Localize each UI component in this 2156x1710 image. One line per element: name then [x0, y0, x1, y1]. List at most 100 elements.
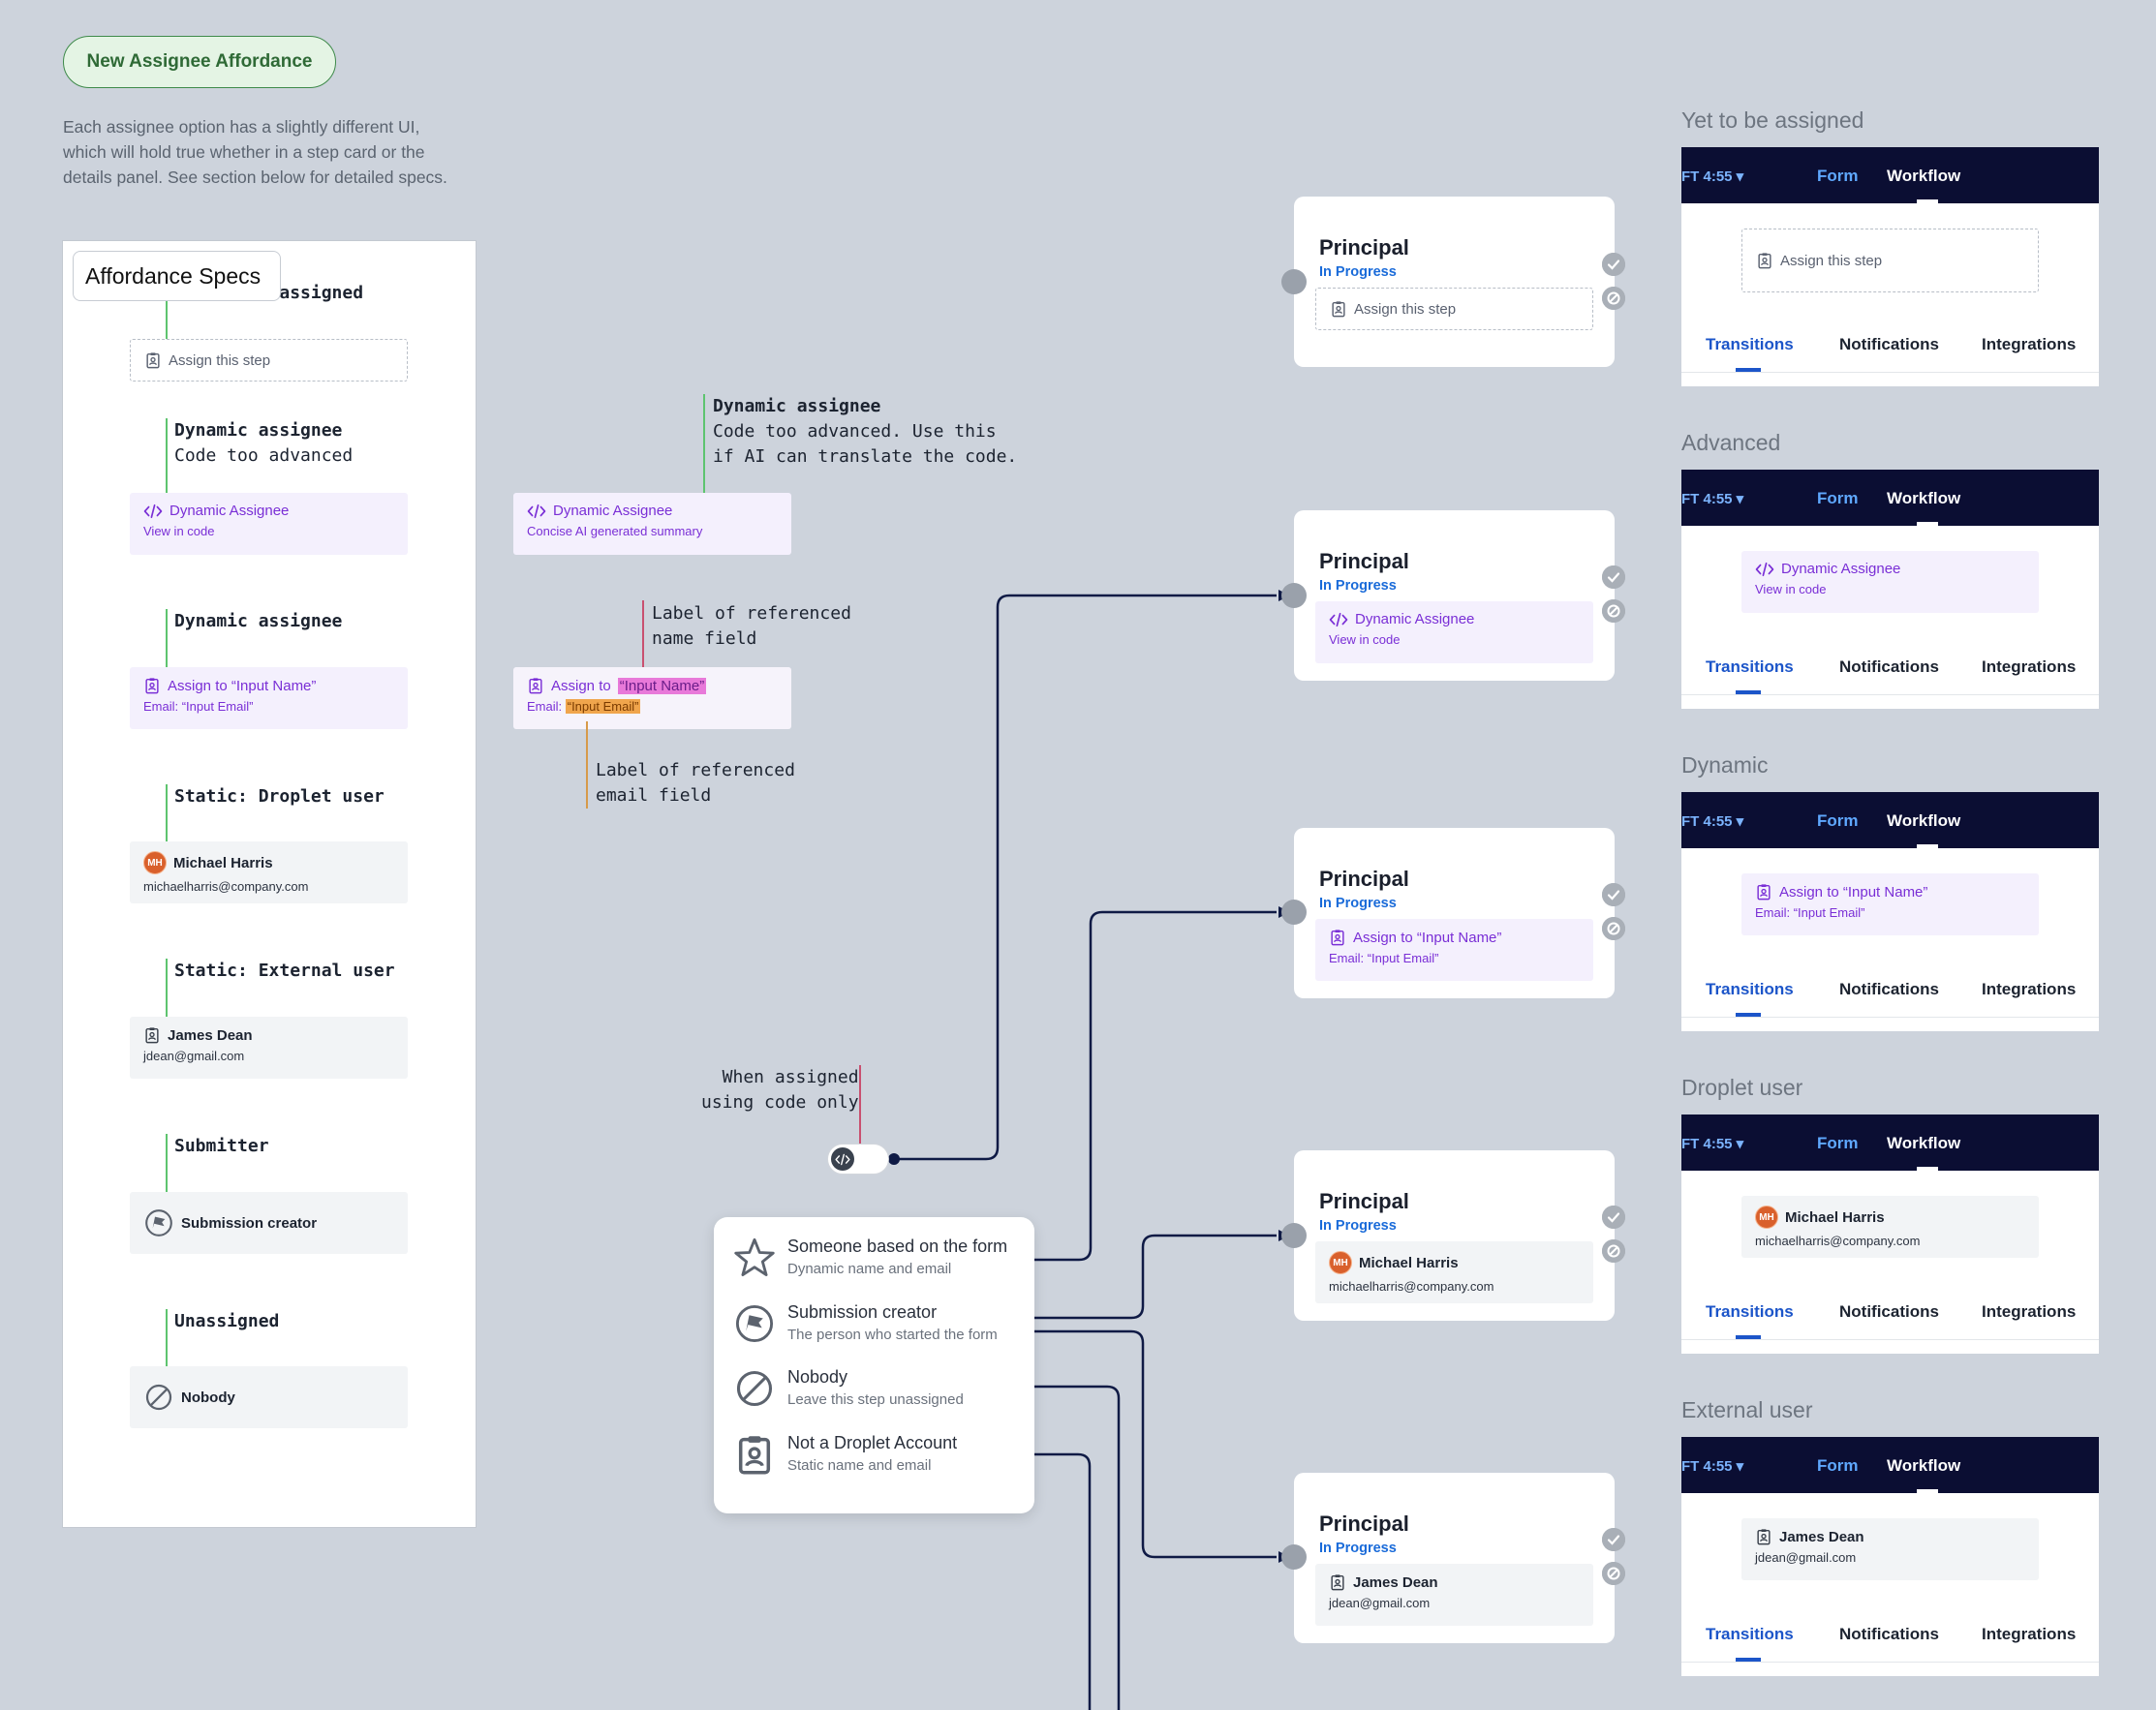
tab-integrations[interactable]: Integrations [1982, 1625, 2077, 1643]
block-icon[interactable] [1602, 1562, 1625, 1585]
tab-integrations[interactable]: Integrations [1982, 1302, 2077, 1321]
tab-form[interactable]: Form [1817, 167, 1859, 185]
connector-port[interactable] [1281, 583, 1307, 608]
tab-workflow[interactable]: Workflow [1887, 811, 1961, 830]
tab-transitions[interactable]: Transitions [1706, 1625, 1794, 1643]
tab-integrations[interactable]: Integrations [1982, 657, 2077, 676]
card-title: Principal [1319, 549, 1409, 573]
block-icon[interactable] [1602, 917, 1625, 940]
check-icon[interactable] [1602, 253, 1625, 276]
view-in-code-link[interactable]: View in code [1755, 582, 1827, 596]
check-icon[interactable] [1602, 883, 1625, 906]
submission-creator-card[interactable]: Submission creator [130, 1192, 408, 1254]
principal-card[interactable]: Principal In Progress Assign this step [1294, 197, 1615, 367]
tab-notifications[interactable]: Notifications [1839, 657, 1939, 676]
version-dropdown[interactable]: FT 4:55 ▾ [1681, 491, 1744, 507]
assign-to-input-card[interactable]: Assign to “Input Name” Email: “Input Ema… [1315, 919, 1593, 981]
annotation-line [859, 1065, 861, 1145]
external-user-card[interactable]: James Dean jdean@gmail.com [1741, 1518, 2039, 1580]
ai-summary: Concise AI generated summary [527, 524, 703, 538]
dynamic-assignee-card[interactable]: Dynamic Assignee View in code [1315, 601, 1593, 663]
tab-workflow[interactable]: Workflow [1887, 167, 1961, 185]
external-user-card[interactable]: James Dean jdean@gmail.com [130, 1017, 408, 1079]
block-icon[interactable] [1602, 1239, 1625, 1263]
tab-form[interactable]: Form [1817, 1456, 1859, 1475]
top-nav-bar: FT 4:55 ▾ Form Workflow [1681, 1437, 2099, 1493]
version-dropdown[interactable]: FT 4:55 ▾ [1681, 168, 1744, 185]
check-icon[interactable] [1602, 1206, 1625, 1229]
block-icon[interactable] [1602, 287, 1625, 310]
tab-form[interactable]: Form [1817, 1134, 1859, 1152]
dynamic-assignee-ai-card[interactable]: Dynamic Assignee Concise AI generated su… [513, 493, 791, 555]
version-dropdown[interactable]: FT 4:55 ▾ [1681, 1136, 1744, 1152]
active-tab-indicator [1917, 199, 1938, 203]
top-nav-bar: FT 4:55 ▾ Form Workflow [1681, 1115, 2099, 1171]
assign-step-card[interactable]: Assign this step [1741, 229, 2039, 292]
tab-transitions[interactable]: Transitions [1706, 335, 1794, 353]
mini-panel-heading: Dynamic [1681, 752, 1769, 778]
tab-transitions[interactable]: Transitions [1706, 980, 1794, 998]
check-icon[interactable] [1602, 1528, 1625, 1551]
external-user-card[interactable]: James Dean jdean@gmail.com [1315, 1564, 1593, 1626]
tab-notifications[interactable]: Notifications [1839, 335, 1939, 353]
dynamic-assignee-card[interactable]: Dynamic Assignee View in code [130, 493, 408, 555]
version-dropdown[interactable]: FT 4:55 ▾ [1681, 1458, 1744, 1475]
card-title: James Dean [168, 1026, 253, 1044]
tab-transitions[interactable]: Transitions [1706, 1302, 1794, 1321]
dynamic-assignee-card[interactable]: Dynamic Assignee View in code [1741, 551, 2039, 613]
tab-integrations[interactable]: Integrations [1982, 980, 2077, 998]
card-title: Principal [1319, 235, 1409, 260]
nobody-card[interactable]: Nobody [130, 1366, 408, 1428]
assign-to-input-annotated-card[interactable]: Assign to “Input Name” Email: “Input Ema… [513, 667, 791, 729]
principal-card[interactable]: Principal In Progress Assign to “Input N… [1294, 828, 1615, 998]
tab-workflow[interactable]: Workflow [1887, 1134, 1961, 1152]
connector-port[interactable] [1281, 269, 1307, 294]
connector-port[interactable] [1281, 900, 1307, 925]
connector-port[interactable] [1281, 1544, 1307, 1570]
check-icon[interactable] [1602, 565, 1625, 589]
card-title: Assign to “Input Name” [1353, 929, 1502, 946]
mini-panel: FT 4:55 ▾ Form Workflow James Dean jdean… [1681, 1437, 2099, 1676]
tab-transitions[interactable]: Transitions [1706, 657, 1794, 676]
assign-to-input-card[interactable]: Assign to “Input Name” Email: “Input Ema… [130, 667, 408, 729]
mini-panel-heading: Advanced [1681, 430, 1781, 455]
tab-workflow[interactable]: Workflow [1887, 1456, 1961, 1475]
card-title: Assign this step [169, 351, 271, 369]
top-nav-bar: FT 4:55 ▾ Form Workflow [1681, 792, 2099, 848]
tab-workflow[interactable]: Workflow [1887, 489, 1961, 507]
top-nav-bar: FT 4:55 ▾ Form Workflow [1681, 470, 2099, 526]
spec-label-external-user: Static: External user [174, 961, 395, 981]
tab-form[interactable]: Form [1817, 489, 1859, 507]
clipboard-user-icon [1329, 1573, 1346, 1591]
clipboard-user-icon [1755, 1528, 1772, 1545]
principal-card[interactable]: Principal In Progress Dynamic Assignee V… [1294, 510, 1615, 681]
code-only-toggle[interactable] [827, 1144, 889, 1175]
tab-notifications[interactable]: Notifications [1839, 980, 1939, 998]
connector-port[interactable] [1281, 1223, 1307, 1248]
tab-notifications[interactable]: Notifications [1839, 1302, 1939, 1321]
view-in-code-link[interactable]: View in code [1329, 632, 1401, 647]
principal-card[interactable]: Principal In Progress James Dean jdean@g… [1294, 1473, 1615, 1643]
assign-step-card[interactable]: Assign this step [1315, 288, 1593, 330]
assign-to-input-card[interactable]: Assign to “Input Name” Email: “Input Ema… [1741, 873, 2039, 935]
block-icon[interactable] [1602, 599, 1625, 623]
tab-integrations[interactable]: Integrations [1982, 335, 2077, 353]
spec-label-submitter: Submitter [174, 1136, 269, 1156]
version-dropdown[interactable]: FT 4:55 ▾ [1681, 813, 1744, 830]
connector-line-external [1020, 1329, 1277, 1559]
view-in-code-link[interactable]: View in code [143, 524, 215, 538]
tab-notifications[interactable]: Notifications [1839, 1625, 1939, 1643]
assign-step-card[interactable]: Assign this step [130, 339, 408, 382]
tab-form[interactable]: Form [1817, 811, 1859, 830]
